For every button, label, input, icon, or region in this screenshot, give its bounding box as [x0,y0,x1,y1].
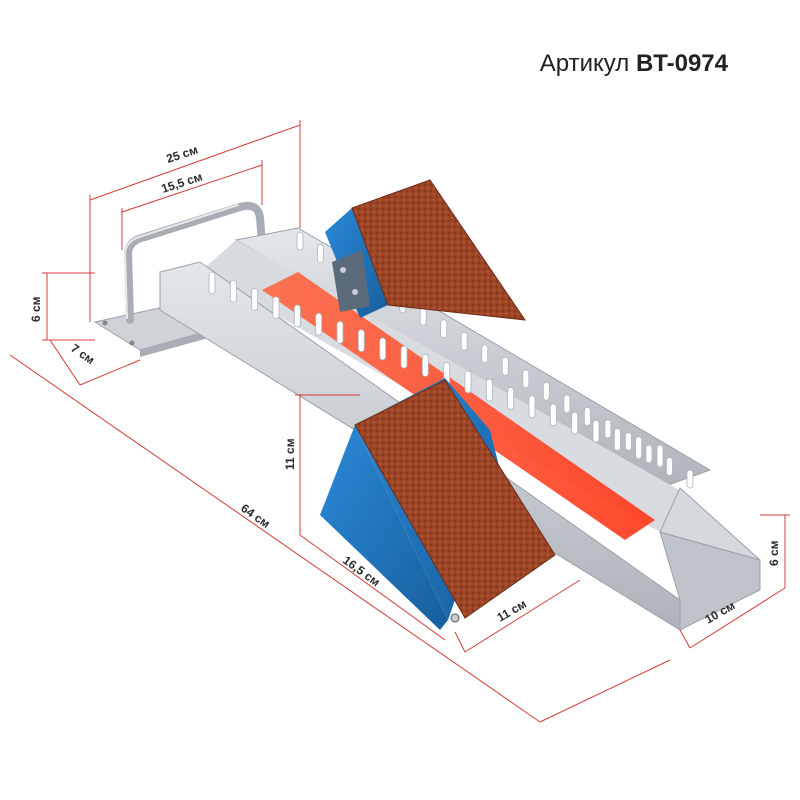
dimension-lines [9,120,790,723]
rail-notch [251,288,259,311]
rail-notch [460,331,468,351]
rail-notch [528,395,536,418]
rail-notch [583,406,591,426]
rail-notch [485,378,493,402]
sku-prefix: Артикул [539,50,630,77]
rail-notch [666,457,673,476]
rail-notch [563,394,571,414]
rail-notch [440,319,448,339]
sku-code: BT-0974 [635,50,728,77]
rail-notch [542,381,550,401]
rail-notch [645,444,653,464]
rail-notch [379,337,387,361]
rail-notch [625,432,632,451]
rail-notch [592,419,600,443]
handle-bar [123,201,266,324]
rail-notch [229,279,237,303]
dim-block-width: 11 см [495,597,529,625]
rail-notch [604,419,612,439]
dim-rear-height: 6 см [767,540,781,566]
rail-notch [272,296,280,320]
rail-notch [357,329,365,353]
rail-notch [481,344,489,364]
rail-notch [571,411,579,435]
rail-notch [419,306,427,326]
dim-base-depth: 7 см [68,341,97,367]
rail-notch [208,271,216,295]
rail-notch [522,369,530,389]
rail-notch [421,353,429,377]
rail-notch [315,312,323,336]
rail-notch [501,356,509,376]
front-block [320,378,556,630]
rail-notch [336,321,344,344]
dim-frame-height: 6 см [29,296,43,322]
sku-label: Артикул BT-0974 [540,50,728,78]
rail-notch [317,244,324,263]
rail-notch [549,403,557,427]
rail-notch [635,436,643,460]
rail-notch [400,345,408,369]
rail-notch [293,304,301,328]
rail-notch [686,469,694,489]
rail-notch [613,428,621,451]
rail-notch [656,444,664,468]
rail-notch [507,386,515,410]
rear-block [325,179,527,321]
rail-notch [464,370,472,394]
rail-notch [296,231,304,251]
dim-block-height: 11 см [283,438,297,470]
dim-length: 64 см [238,501,273,531]
